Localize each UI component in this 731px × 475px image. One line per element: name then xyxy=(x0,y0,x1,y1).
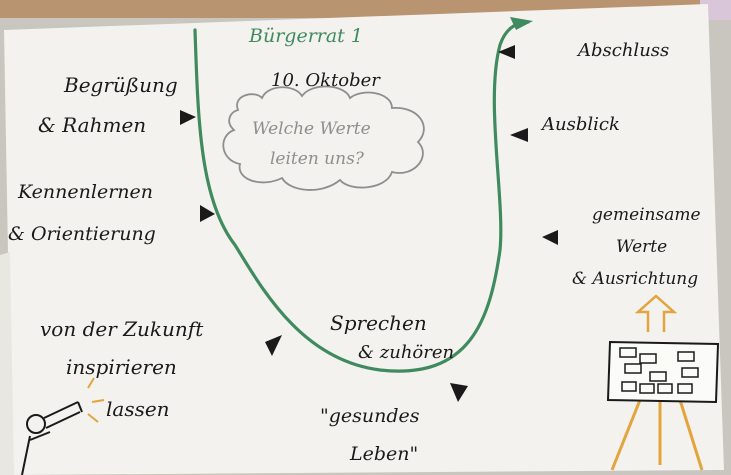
stage-kennenlernen-line-2: & Orientierung xyxy=(8,223,156,245)
stage-gesundes-leben-line-1: "gesundes xyxy=(320,405,420,427)
marker-triangle xyxy=(450,383,468,402)
stage-werte-line-1: gemeinsame xyxy=(592,205,701,225)
stage-begruessung-line-1: Begrüßung xyxy=(63,73,178,97)
marker-triangle xyxy=(200,205,215,222)
stage-kennenlernen-line-1: Kennenlernen xyxy=(17,181,153,203)
stage-zukunft-line-2: inspirieren xyxy=(66,355,177,379)
stage-werte-line-3: & Ausrichtung xyxy=(572,269,698,289)
journey-line xyxy=(193,20,530,373)
marker-triangle xyxy=(542,230,558,245)
marker-triangle xyxy=(510,128,528,142)
stage-abschluss: Abschluss xyxy=(576,40,669,61)
marker-triangle xyxy=(180,110,196,125)
stage-gesundes-leben-line-2: Leben" xyxy=(349,443,418,465)
sparkle-lines xyxy=(87,377,105,423)
stick-figure-telescope xyxy=(21,401,83,475)
paper-fold xyxy=(0,252,14,475)
marker-triangle xyxy=(265,335,282,356)
stage-zukunft-line-1: von der Zukunft xyxy=(40,317,204,341)
marker-triangle xyxy=(498,45,515,59)
title-line-1: Bürgerrat 1 xyxy=(248,25,363,47)
title-date: 10. Oktober xyxy=(271,70,381,91)
stage-zukunft-line-3: lassen xyxy=(106,397,170,421)
cloud-text-line-1: Welche Werte xyxy=(252,119,371,139)
board-easel-drawing xyxy=(606,294,720,471)
stage-sprechen-line-2: & zuhören xyxy=(358,342,454,363)
thought-cloud xyxy=(222,85,425,191)
journey-arrow-head xyxy=(510,17,533,30)
stage-werte-line-2: Werte xyxy=(616,237,667,257)
cloud-text-line-2: leiten uns? xyxy=(270,149,365,169)
stage-begruessung-line-2: & Rahmen xyxy=(38,113,146,137)
stage-sprechen-line-1: Sprechen xyxy=(330,311,427,335)
stage-ausblick: Ausblick xyxy=(540,114,620,135)
